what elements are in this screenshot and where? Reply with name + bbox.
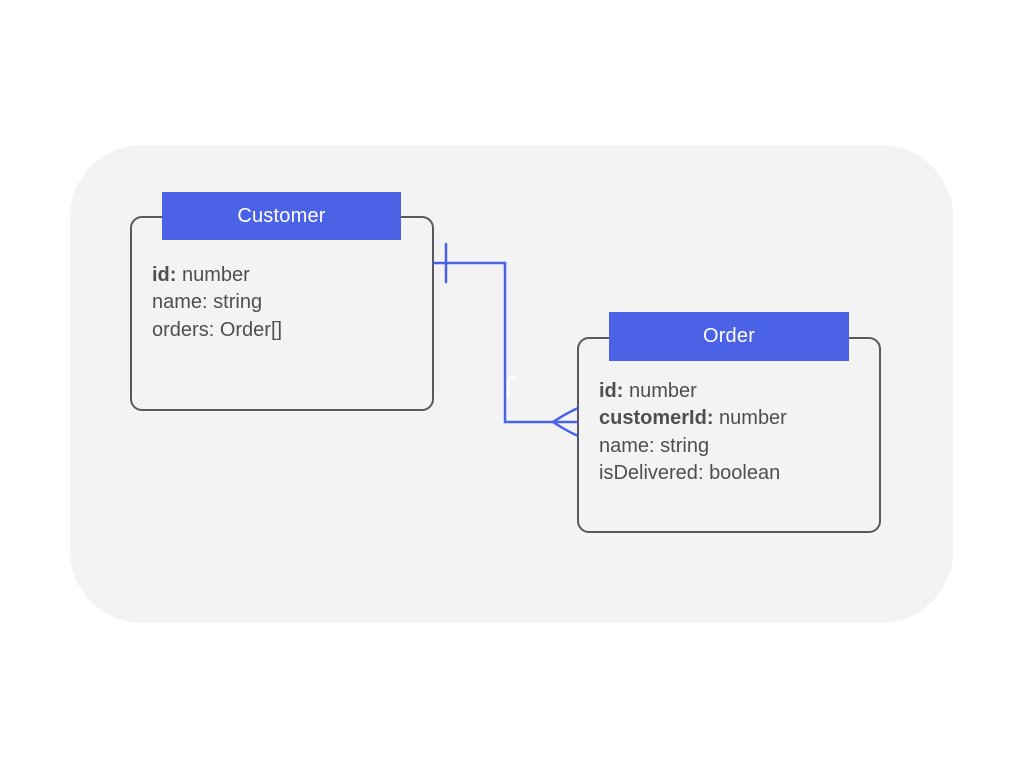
field-separator: : <box>616 380 629 402</box>
field-separator: : <box>649 434 661 457</box>
field-name: id <box>599 380 617 402</box>
entity-order-fields: id: number customerId: number name: stri… <box>599 378 787 488</box>
field-name: name <box>152 291 203 314</box>
entity-customer-header: Customer <box>162 192 401 240</box>
field-row: id: number <box>152 262 282 289</box>
field-row: name: string <box>152 289 282 316</box>
field-name: name <box>599 434 650 457</box>
entity-order-header: Order <box>609 312 849 361</box>
field-type: string <box>660 434 710 457</box>
field-name: customerId <box>599 407 707 430</box>
entity-title: Customer <box>237 204 326 227</box>
field-type: string <box>213 291 263 314</box>
field-name: isDelivered <box>599 462 698 485</box>
field-row: customerId: number <box>599 405 787 432</box>
field-separator: : <box>706 407 720 430</box>
field-name: orders <box>152 318 209 341</box>
field-separator: : <box>697 462 710 485</box>
field-row: orders: Order[] <box>152 317 282 344</box>
field-name: id <box>152 264 170 286</box>
field-type: boolean <box>709 462 781 485</box>
field-type: Order[] <box>219 318 283 341</box>
field-separator: : <box>202 291 214 314</box>
field-row: id: number <box>599 378 787 405</box>
entity-customer-fields: id: number name: string orders: Order[] <box>152 262 282 344</box>
field-type: number <box>182 264 250 286</box>
field-separator: : <box>208 318 220 341</box>
field-separator: : <box>169 264 182 286</box>
field-row: name: string <box>599 433 787 460</box>
entity-title: Order <box>702 325 756 347</box>
field-type: number <box>719 407 787 430</box>
field-type: number <box>629 380 697 402</box>
field-row: isDelivered: boolean <box>599 460 787 487</box>
